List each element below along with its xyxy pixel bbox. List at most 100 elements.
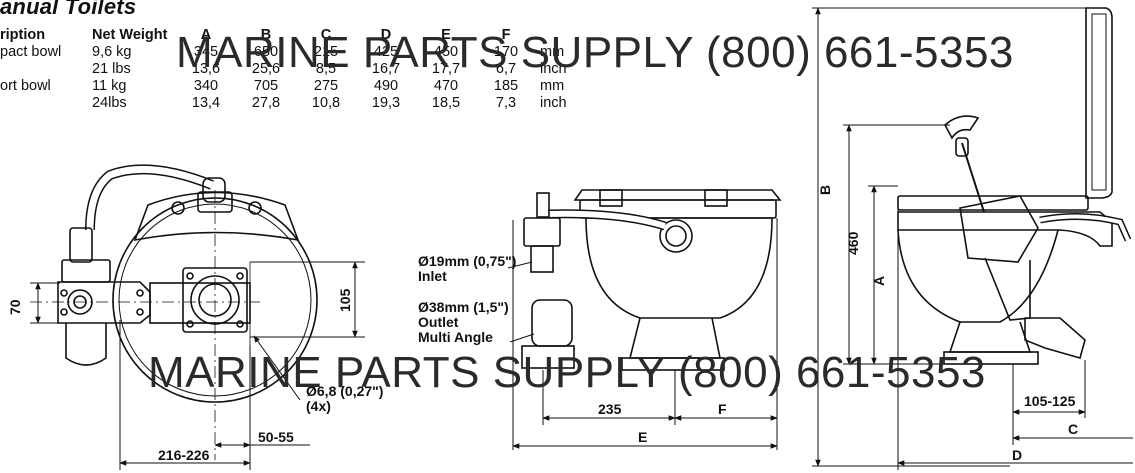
outlet-elbow: [1024, 317, 1086, 359]
cell-d: 16,7: [371, 61, 401, 77]
outlet-elbow: [531, 299, 573, 347]
cell-description: ort bowl: [0, 78, 51, 94]
seat-lid: [573, 189, 782, 201]
pump-base: [61, 259, 111, 283]
dim-50-55-label: 50-55: [258, 429, 294, 445]
dim-e-label: E: [638, 429, 647, 445]
cell-unit: mm: [540, 78, 565, 94]
hinge-bolt-left: [171, 201, 185, 215]
side-pedestal: [948, 321, 1032, 353]
cell-a: 340: [193, 78, 219, 94]
pedestal: [628, 317, 721, 359]
cell-f: 7,3: [495, 95, 517, 111]
cell-a: 345: [193, 44, 219, 60]
dimension-table: ription Net Weight A B C D E F pact bowl…: [0, 27, 571, 112]
raised-lid: [1085, 7, 1113, 199]
dim-460-label: 460: [845, 231, 861, 255]
cell-e: 18,5: [431, 95, 461, 111]
dim-216-226-label: 216-226: [158, 447, 210, 463]
pump-cylinder: [984, 257, 1031, 321]
dim-b-label: B: [817, 185, 833, 195]
cell-f: 6,7: [495, 61, 517, 77]
pump-rod: [961, 142, 985, 213]
handle-grip: [955, 137, 969, 157]
side-view: [897, 7, 1132, 365]
cell-d: 425: [373, 44, 399, 60]
pump-handle-t: [943, 115, 980, 140]
cell-d: 490: [373, 78, 399, 94]
side-bowl: [897, 229, 1059, 323]
dim-d-label: D: [1012, 447, 1022, 463]
cell-description: pact bowl: [0, 44, 62, 60]
pump-handle: [536, 192, 550, 218]
multi-angle-label: Multi Angle: [418, 329, 493, 345]
cell-c: 10,8: [311, 95, 341, 111]
cell-b: 650: [253, 44, 279, 60]
cell-f: 185: [493, 78, 519, 94]
header-net-weight: Net Weight: [92, 27, 168, 43]
cell-c: 275: [313, 78, 339, 94]
front-view-dimensions: [507, 218, 778, 450]
cell-a: 13,4: [191, 95, 221, 111]
dim-c-label: C: [1068, 421, 1078, 437]
hose-elbow: [202, 177, 226, 203]
inlet-size-label: Ø19mm (0,75"): [418, 253, 516, 269]
dim-105-label: 105: [337, 288, 353, 312]
header-a: A: [200, 27, 212, 43]
cell-weight: 24lbs: [92, 95, 127, 111]
front-view: [521, 189, 782, 371]
table-row: pact bowl 9,6 kg 345 650 215 425 450 170…: [0, 44, 571, 61]
pump-assembly: [959, 195, 1039, 263]
cell-b: 25,6: [251, 61, 281, 77]
inlet-fitting: [69, 227, 93, 263]
inlet-hose-inner: [86, 165, 214, 231]
hole-count-label: (4x): [306, 398, 331, 414]
inlet-label: Inlet: [418, 268, 447, 284]
table-row: 24lbs 13,4 27,8 10,8 19,3 18,5 7,3 inch: [0, 95, 571, 112]
pump-base: [521, 345, 575, 369]
inlet-leader: [507, 261, 533, 269]
page-title: anual Toilets: [0, 0, 137, 19]
raised-lid-inner: [1091, 13, 1107, 191]
pedestal-base: [621, 357, 725, 371]
top-view: [30, 164, 318, 460]
cell-a: 13,6: [191, 61, 221, 77]
cell-e: 17,7: [431, 61, 461, 77]
mount-screw: [136, 308, 144, 316]
top-view-dimensions: [30, 261, 365, 470]
inlet-pipe-inner: [547, 210, 666, 229]
side-rim: [897, 211, 1113, 247]
cell-e: 450: [433, 44, 459, 60]
hole-size-label: Ø6,8 (0,27"): [306, 383, 383, 399]
cell-b: 27,8: [251, 95, 281, 111]
outlet-leader: [509, 333, 535, 343]
header-d: D: [380, 27, 392, 43]
dim-a-label: A: [871, 276, 887, 286]
outlet-label: Outlet: [418, 314, 459, 330]
hole-leader: [253, 335, 301, 401]
header-c: C: [320, 27, 332, 43]
bowl: [585, 217, 773, 319]
cell-unit: mm: [540, 44, 565, 60]
dim-235-label: 235: [598, 401, 622, 417]
dim-70-label: 70: [7, 299, 23, 315]
hinge-bolt-right: [248, 201, 262, 215]
bolt-hole: [186, 272, 194, 280]
mount-screw: [136, 289, 144, 297]
side-seat: [897, 195, 1089, 211]
header-e: E: [441, 27, 451, 43]
bolt-hole: [186, 320, 194, 328]
pump-head: [523, 217, 561, 247]
cell-weight: 9,6 kg: [92, 44, 132, 60]
cell-weight: 11 kg: [92, 78, 127, 94]
seat-hinge-block: [133, 191, 300, 242]
cell-c: 8,5: [315, 61, 337, 77]
cell-d: 19,3: [371, 95, 401, 111]
outlet-size-label: Ø38mm (1,5"): [418, 299, 509, 315]
header-f: F: [501, 27, 511, 43]
cell-c: 215: [313, 44, 339, 60]
side-inlet-hose-inner: [1039, 214, 1130, 241]
table-row: ort bowl 11 kg 340 705 275 490 470 185 m…: [0, 78, 571, 95]
